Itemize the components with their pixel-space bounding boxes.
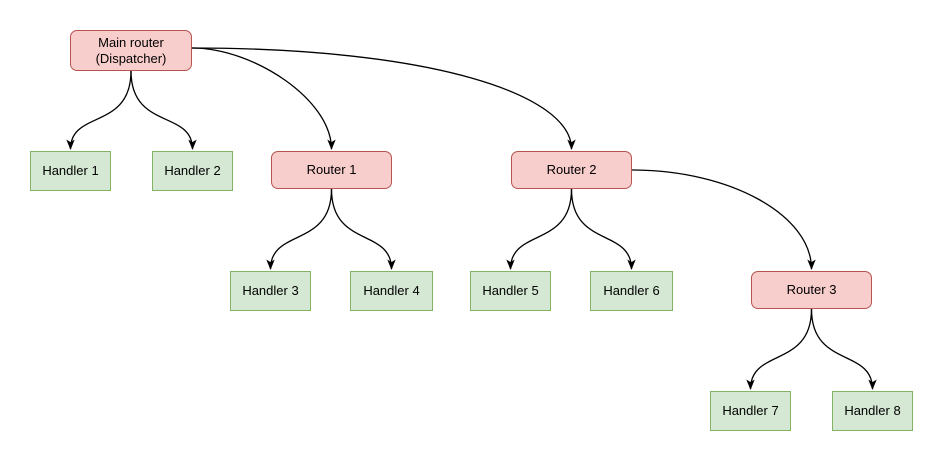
node-router-2-label: Router 2 bbox=[546, 162, 597, 177]
edge-router-1-to-handler-3 bbox=[266, 188, 333, 270]
node-router-1: Router 1 bbox=[271, 151, 392, 189]
edge-main-router-to-handler-2 bbox=[130, 70, 197, 150]
node-handler-7-label: Handler 7 bbox=[722, 403, 779, 418]
node-main-router-label: Main router (Dispatcher) bbox=[95, 34, 167, 66]
edge-router-3-to-handler-7 bbox=[746, 308, 813, 390]
edge-main-router-to-router-2 bbox=[191, 47, 576, 150]
node-router-1-label: Router 1 bbox=[306, 162, 357, 177]
node-handler-2: Handler 2 bbox=[152, 151, 233, 191]
edge-main-router-to-router-1 bbox=[191, 47, 336, 150]
node-handler-5: Handler 5 bbox=[470, 271, 551, 311]
node-handler-3: Handler 3 bbox=[230, 271, 311, 311]
node-handler-6: Handler 6 bbox=[590, 271, 673, 311]
node-handler-8: Handler 8 bbox=[832, 391, 913, 431]
node-main-router: Main router (Dispatcher) bbox=[70, 30, 192, 71]
node-handler-7: Handler 7 bbox=[710, 391, 791, 431]
node-router-2: Router 2 bbox=[511, 151, 632, 189]
node-handler-1: Handler 1 bbox=[30, 151, 111, 191]
node-handler-8-label: Handler 8 bbox=[844, 403, 901, 418]
edge-router-2-to-handler-5 bbox=[506, 188, 573, 270]
node-handler-2-label: Handler 2 bbox=[164, 163, 221, 178]
node-handler-3-label: Handler 3 bbox=[242, 283, 299, 298]
node-handler-4-label: Handler 4 bbox=[363, 283, 420, 298]
node-router-3: Router 3 bbox=[751, 271, 872, 309]
node-handler-5-label: Handler 5 bbox=[482, 283, 539, 298]
node-handler-4: Handler 4 bbox=[350, 271, 433, 311]
node-handler-6-label: Handler 6 bbox=[603, 283, 660, 298]
edge-router-1-to-handler-4 bbox=[330, 188, 396, 270]
node-router-3-label: Router 3 bbox=[786, 282, 837, 297]
edge-router-3-to-handler-8 bbox=[810, 308, 877, 390]
edge-router-2-to-router-3 bbox=[631, 169, 816, 270]
node-handler-1-label: Handler 1 bbox=[42, 163, 99, 178]
edge-router-2-to-handler-6 bbox=[570, 188, 636, 270]
edge-main-router-to-handler-1 bbox=[66, 70, 132, 150]
